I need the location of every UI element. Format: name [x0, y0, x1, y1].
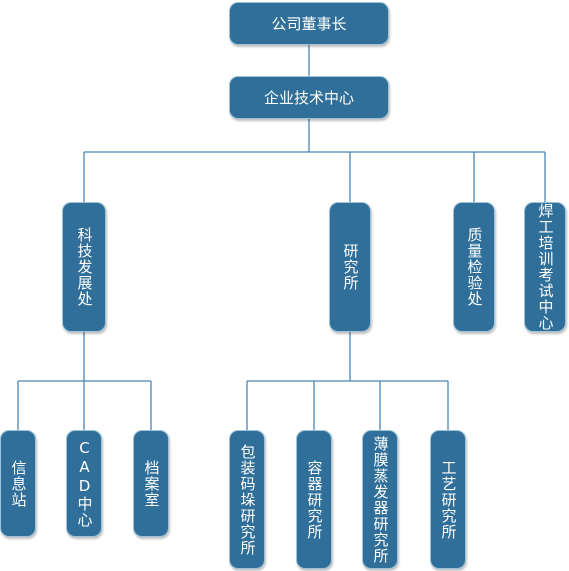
- node-container: 容器研究所: [296, 430, 332, 569]
- node-sci-dev: 科技发展处: [62, 202, 106, 332]
- node-welding: 焊工培训考试中心: [524, 202, 566, 332]
- node-chairman-label: 公司董事长: [271, 15, 347, 33]
- node-sci-dev-label: 科技发展处: [75, 227, 94, 307]
- node-chairman: 公司董事长: [229, 2, 389, 45]
- node-container-label: 容器研究所: [305, 459, 324, 540]
- node-evaporator: 薄膜蒸发器研究所: [362, 430, 398, 569]
- node-packaging: 包装码垛研究所: [229, 430, 265, 569]
- node-process: 工艺研究所: [430, 430, 466, 569]
- node-quality: 质量检验处: [453, 202, 495, 332]
- node-cad: CAD中心: [66, 430, 102, 537]
- node-archive-label: 档案室: [142, 459, 161, 508]
- node-welding-label: 焊工培训考试中心: [536, 203, 555, 331]
- node-process-label: 工艺研究所: [439, 459, 458, 540]
- node-cad-label: CAD中心: [75, 439, 94, 528]
- node-archive: 档案室: [133, 430, 169, 537]
- node-info-label: 信息站: [9, 459, 28, 508]
- node-quality-label: 质量检验处: [465, 227, 484, 307]
- node-tech-center: 企业技术中心: [229, 76, 389, 119]
- node-institute-label: 研究所: [341, 243, 360, 291]
- node-info: 信息站: [0, 430, 36, 537]
- node-packaging-label: 包装码垛研究所: [238, 443, 257, 556]
- node-institute: 研究所: [329, 202, 371, 332]
- node-evaporator-label: 薄膜蒸发器研究所: [371, 435, 390, 564]
- node-tech-center-label: 企业技术中心: [263, 89, 354, 107]
